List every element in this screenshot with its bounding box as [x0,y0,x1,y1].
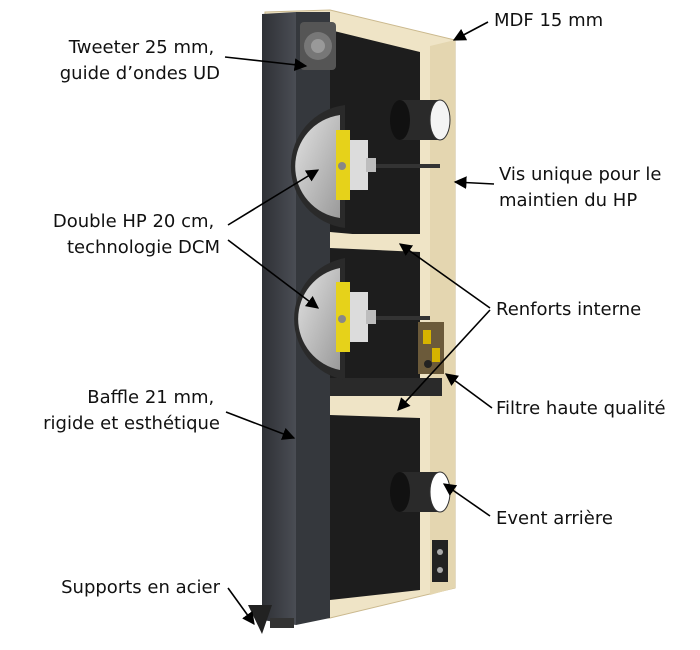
label-tweeter: Tweeter 25 mm, guide d’ondes UD [60,37,220,84]
rear-port-tube [390,471,451,513]
label-event: Event arrière [496,508,613,529]
woofer-lower [294,258,430,380]
arrow-supports [227,587,255,626]
arrow-tweeter [224,56,308,72]
crossover-filter [418,322,444,374]
label-mdf: MDF 15 mm [494,10,603,31]
callout-arrows [224,21,495,626]
arrow-double-hp-2 [227,239,320,309]
arrow-filtre [444,373,493,409]
label-renforts: Renforts interne [496,299,641,320]
label-vis: Vis unique pour le maintien du HP [499,164,667,211]
arrow-renforts-1 [398,243,491,309]
label-baffle: Baffle 21 mm, rigide et esthétique [43,387,220,434]
label-supports: Supports en acier [61,577,220,598]
rear-terminals [432,540,448,582]
speaker-cabinet [248,9,456,634]
callout-labels: Tweeter 25 mm, guide d’ondes UD MDF 15 m… [43,10,667,598]
woofer-upper [290,105,440,228]
arrow-renforts-2 [397,309,491,411]
arrow-baffle [225,411,296,440]
port-tube-upper [390,99,451,141]
front-baffle [262,12,296,625]
arrow-vis [453,176,495,189]
arrow-event [442,483,491,517]
mdf-right-side [430,40,455,595]
arrow-double-hp-1 [227,169,320,226]
foam-cavity-lower [330,415,420,600]
internal-brace-upper [330,234,422,246]
label-double-hp: Double HP 20 cm, technologie DCM [53,211,220,258]
arrow-mdf [452,21,489,41]
label-filtre: Filtre haute qualité [496,398,666,419]
tweeter [300,22,336,70]
